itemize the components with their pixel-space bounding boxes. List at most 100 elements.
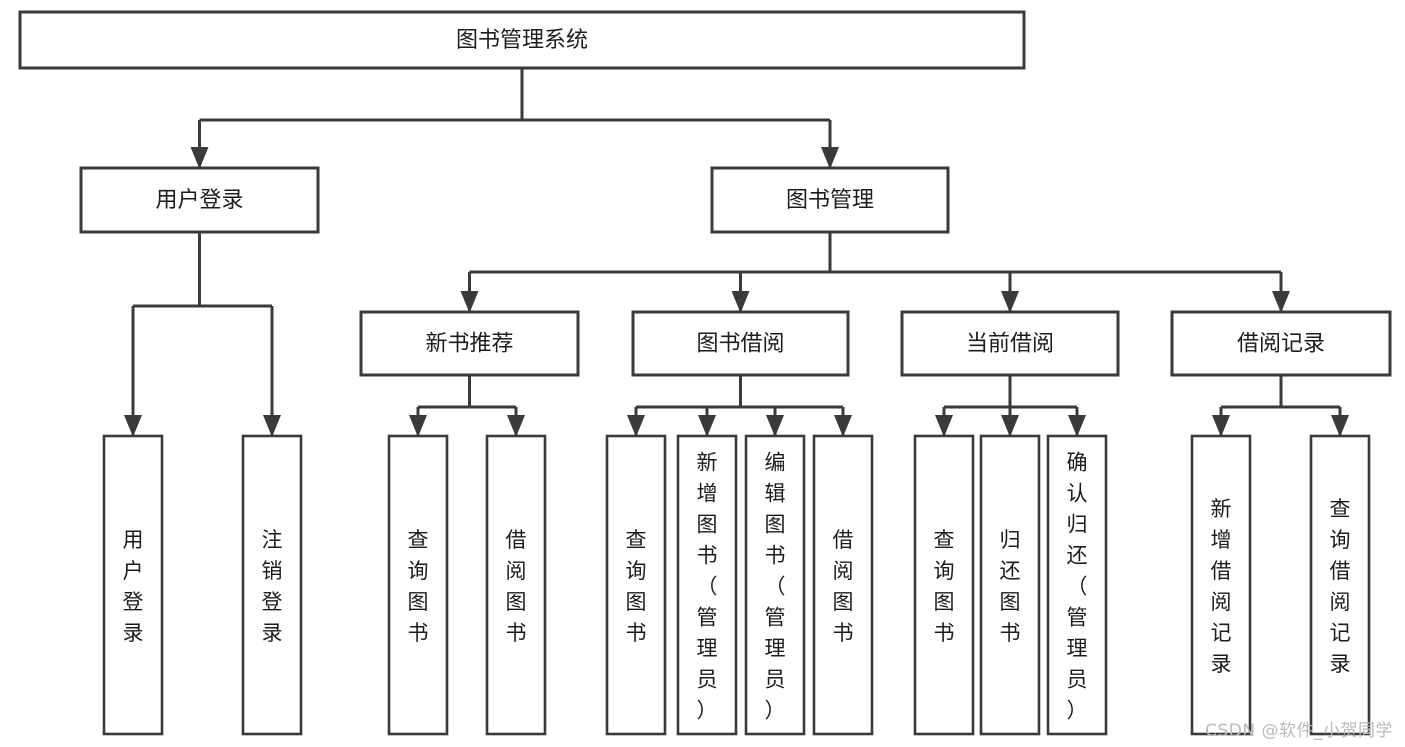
node-box-root[interactable] xyxy=(18,10,1026,70)
node-label-current-borrow: 当前借阅 xyxy=(966,332,1054,357)
svg-text:增: 增 xyxy=(1211,528,1232,552)
svg-text:销: 销 xyxy=(262,559,283,583)
svg-text:编: 编 xyxy=(765,451,786,475)
svg-text:书: 书 xyxy=(765,544,786,568)
svg-text:图: 图 xyxy=(765,513,786,537)
svg-text:查: 查 xyxy=(408,528,429,552)
node-box-leaf-logout[interactable] xyxy=(241,434,303,736)
node-label-book-manage: 图书管理 xyxy=(786,188,874,213)
node-box-borrow-record[interactable] xyxy=(1170,310,1392,377)
svg-text:员: 员 xyxy=(697,668,718,692)
node-box-current-borrow[interactable] xyxy=(900,310,1120,377)
node-box-leaf-add-book[interactable] xyxy=(676,434,738,736)
svg-text:书: 书 xyxy=(626,621,647,645)
node-box-leaf-query-record[interactable] xyxy=(1309,434,1371,736)
arrow-head-icon xyxy=(627,415,645,437)
svg-text:图: 图 xyxy=(697,513,718,537)
svg-text:户: 户 xyxy=(123,559,144,583)
svg-text:借: 借 xyxy=(833,528,854,552)
svg-text:理: 理 xyxy=(697,637,718,661)
svg-text:书: 书 xyxy=(506,621,527,645)
svg-text:图: 图 xyxy=(1000,590,1021,614)
svg-text:记: 记 xyxy=(1211,621,1232,645)
node-box-leaf-add-record[interactable] xyxy=(1190,434,1252,736)
node-box-leaf-confirm-return[interactable] xyxy=(1046,434,1108,736)
svg-text:归: 归 xyxy=(1067,513,1088,537)
arrow-head-icon xyxy=(460,291,479,313)
svg-text:书: 书 xyxy=(934,621,955,645)
arrow-head-icon xyxy=(1272,291,1290,313)
node-box-leaf-query-book-3[interactable] xyxy=(913,434,975,736)
svg-text:（: （ xyxy=(765,575,786,599)
svg-text:理: 理 xyxy=(1067,637,1088,661)
svg-text:管: 管 xyxy=(1067,606,1088,630)
svg-text:书: 书 xyxy=(697,544,718,568)
node-box-leaf-edit-book[interactable] xyxy=(744,434,806,736)
node-box-book-manage[interactable] xyxy=(710,166,950,234)
svg-text:登: 登 xyxy=(123,590,144,614)
svg-text:登: 登 xyxy=(262,590,283,614)
svg-text:书: 书 xyxy=(1000,621,1021,645)
node-box-leaf-user-login[interactable] xyxy=(102,434,164,736)
node-label-new-book-rec: 新书推荐 xyxy=(425,332,513,357)
arrow-head-icon xyxy=(935,415,953,437)
connector-layer xyxy=(124,68,1349,437)
node-box-user-login[interactable] xyxy=(79,166,320,234)
svg-text:查: 查 xyxy=(1330,497,1351,521)
svg-text:询: 询 xyxy=(408,559,429,583)
node-box-leaf-borrow-book-1[interactable] xyxy=(485,434,547,736)
svg-text:管: 管 xyxy=(697,606,718,630)
node-layer: 图书管理系统用户登录图书管理新书推荐图书借阅当前借阅借阅记录用户登录注销登录查询… xyxy=(18,10,1392,736)
arrow-head-icon xyxy=(698,415,716,437)
arrow-head-icon xyxy=(766,415,784,437)
node-box-new-book-rec[interactable] xyxy=(359,310,580,377)
node-box-leaf-return-book[interactable] xyxy=(979,434,1041,736)
node-label-root: 图书管理系统 xyxy=(456,28,588,53)
node-box-leaf-query-book-2[interactable] xyxy=(605,434,667,736)
svg-text:辑: 辑 xyxy=(765,482,786,506)
node-label-book-borrow: 图书借阅 xyxy=(696,332,784,357)
svg-text:图: 图 xyxy=(408,590,429,614)
arrow-head-icon xyxy=(1001,291,1019,313)
svg-text:查: 查 xyxy=(934,528,955,552)
arrow-head-icon xyxy=(1331,415,1349,437)
node-box-leaf-borrow-book-2[interactable] xyxy=(812,434,874,736)
svg-text:图: 图 xyxy=(833,590,854,614)
svg-text:录: 录 xyxy=(123,621,144,645)
svg-text:借: 借 xyxy=(1211,559,1232,583)
arrow-head-icon xyxy=(124,415,142,437)
svg-text:新: 新 xyxy=(697,451,718,475)
svg-text:）: ） xyxy=(765,699,786,723)
svg-text:图: 图 xyxy=(506,590,527,614)
svg-text:借: 借 xyxy=(1330,559,1351,583)
arrow-head-icon xyxy=(190,147,209,169)
svg-text:阅: 阅 xyxy=(1211,590,1232,614)
arrow-head-icon xyxy=(1212,415,1230,437)
node-label-user-login: 用户登录 xyxy=(155,188,243,213)
arrow-head-icon xyxy=(409,415,427,437)
arrow-head-icon xyxy=(821,147,839,169)
svg-text:）: ） xyxy=(1067,699,1088,723)
svg-text:归: 归 xyxy=(1000,528,1021,552)
svg-text:）: ） xyxy=(697,699,718,723)
svg-text:录: 录 xyxy=(262,621,283,645)
svg-text:员: 员 xyxy=(765,668,786,692)
svg-text:用: 用 xyxy=(123,528,144,552)
node-box-leaf-query-book-1[interactable] xyxy=(387,434,449,736)
svg-text:（: （ xyxy=(697,575,718,599)
svg-text:员: 员 xyxy=(1067,668,1088,692)
svg-text:阅: 阅 xyxy=(506,559,527,583)
watermark-text: CSDN @软件_小贺同学 xyxy=(1205,721,1393,741)
svg-text:阅: 阅 xyxy=(833,559,854,583)
node-box-book-borrow[interactable] xyxy=(631,310,850,377)
